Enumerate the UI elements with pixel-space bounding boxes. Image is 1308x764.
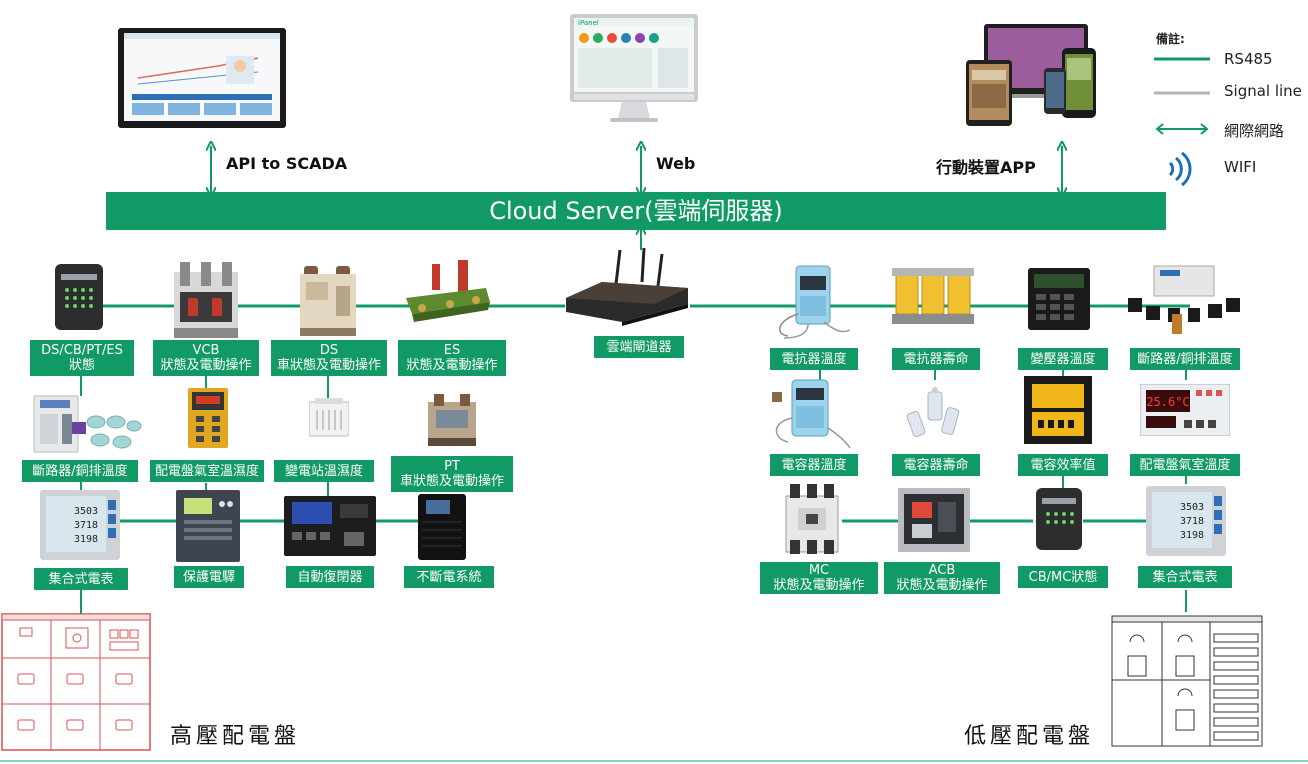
svg-text:3198: 3198 <box>74 534 98 545</box>
wifi-icon <box>1168 151 1192 187</box>
magnetic-contactor-icon <box>785 484 839 554</box>
svg-text:3503: 3503 <box>1180 502 1204 513</box>
ups-icon <box>418 494 466 560</box>
label-ups: 不斷電系統 <box>404 566 494 588</box>
reactor-temp-sensor-icon <box>778 265 851 339</box>
low-voltage-panel-drawing <box>1111 615 1263 747</box>
svg-text:3503: 3503 <box>74 506 98 517</box>
label-capacitor-efficiency: 電容效率值 <box>1018 454 1108 476</box>
svg-text:3718: 3718 <box>74 520 98 531</box>
label-power-meter-right: 集合式電表 <box>1138 566 1232 588</box>
label-protection-relay: 保護電驛 <box>174 566 244 588</box>
capacitor-lifetime-icon <box>906 387 960 437</box>
legend-internet-arrow-icon <box>1155 123 1209 135</box>
temperature-sensor-module-icon <box>33 395 142 453</box>
mobile-devices-icon <box>966 24 1096 126</box>
low-voltage-panel-title: 低壓配電盤 <box>964 724 1095 749</box>
legend-title: 備註: <box>1156 32 1185 46</box>
label-substation-humidity: 變電站溫濕度 <box>274 460 374 482</box>
svg-text:iPanel: iPanel <box>578 19 599 27</box>
panel-temp-controller-icon: 25.6°C <box>1140 384 1230 436</box>
high-voltage-panel-title: 高壓配電盤 <box>170 724 301 749</box>
gateway-label: 雲端閘道器 <box>594 336 684 358</box>
substation-humidity-sensor-icon <box>309 398 349 437</box>
pt-truck-icon <box>428 394 476 446</box>
protection-relay-icon <box>176 490 240 562</box>
legend-rs485-swatch <box>1154 57 1210 61</box>
label-capacitor-temp: 電容器溫度 <box>770 454 858 476</box>
label-reactor-temp: 電抗器溫度 <box>770 348 858 370</box>
web-label: Web <box>656 154 696 173</box>
ds-disconnector-truck-icon <box>300 266 356 336</box>
label-panel-humidity: 配電盤氣室溫濕度 <box>150 460 264 482</box>
label-breaker-busbar-temp-left: 斷路器/銅排溫度 <box>22 460 138 482</box>
legend-wifi-label: WIFI <box>1224 158 1257 176</box>
svg-text:3198: 3198 <box>1180 530 1204 541</box>
vcb-breaker-icon <box>174 262 238 338</box>
legend-signal-swatch <box>1154 91 1210 95</box>
label-capacitor-lifetime: 電容器壽命 <box>892 454 980 476</box>
es-earthing-switch-icon <box>406 260 490 322</box>
cb-mc-status-device-icon <box>1036 488 1082 550</box>
label-breaker-busbar-temp-right: 斷路器/銅排溫度 <box>1130 348 1240 370</box>
transformer-temp-controller-icon <box>1028 268 1090 330</box>
label-transformer-temp: 變壓器溫度 <box>1018 348 1108 370</box>
panel-humidity-controller-icon <box>188 388 228 448</box>
reactor-lifetime-icon <box>892 268 974 324</box>
legend-internet-label: 網際網路 <box>1224 122 1285 140</box>
acb-breaker-icon <box>898 488 970 552</box>
scada-label: API to SCADA <box>226 154 348 173</box>
app-label: 行動裝置APP <box>936 158 1036 177</box>
auto-recloser-icon <box>284 496 376 556</box>
svg-text:25.6°C: 25.6°C <box>1146 395 1189 409</box>
label-panel-temp: 配電盤氣室溫度 <box>1130 454 1240 476</box>
web-desktop-icon: iPanel <box>570 14 698 122</box>
capacitor-temp-sensor-icon <box>772 379 851 449</box>
label-cb-mc-status: CB/MC狀態 <box>1018 566 1108 588</box>
cloud-gateway-router-icon <box>566 247 688 326</box>
breaker-busbar-temp-sensors-icon <box>1128 265 1240 334</box>
legend-signal-label: Signal line <box>1224 82 1302 100</box>
label-reactor-lifetime: 電抗器壽命 <box>892 348 980 370</box>
cloud-server-bar: Cloud Server(雲端伺服器) <box>106 192 1166 230</box>
label-power-meter-left: 集合式電表 <box>34 568 128 590</box>
high-voltage-panel-drawing <box>1 613 151 751</box>
power-meter-left-icon: 3503 3718 3198 <box>40 490 120 560</box>
legend-rs485-label: RS485 <box>1224 50 1273 68</box>
status-indicator-device-icon <box>55 264 103 330</box>
svg-text:3718: 3718 <box>1180 516 1204 527</box>
capacitor-efficiency-meter-icon <box>1024 376 1092 444</box>
power-meter-right-icon: 3503 3718 3198 <box>1146 486 1226 556</box>
scada-monitor-icon <box>118 28 286 128</box>
label-auto-recloser: 自動復閉器 <box>286 566 374 588</box>
